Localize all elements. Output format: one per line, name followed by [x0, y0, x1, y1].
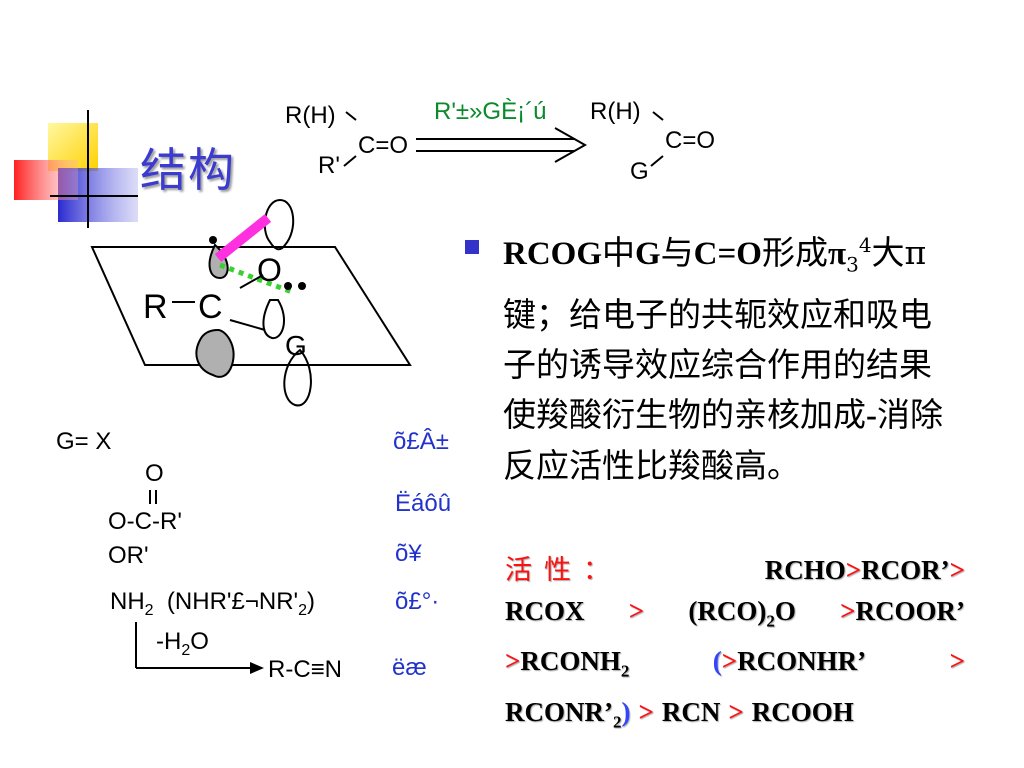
dehydration-arrow — [135, 622, 264, 674]
reaction-scheme: R(H) C=O R' R'±»GÈ¡´ú R(H) C=O G — [270, 90, 740, 190]
explanation-paragraph: RCOG中G与C=O形成π34大π键；给电子的共轭效应和吸电子的诱导效应综合作用… — [503, 233, 943, 485]
orbital-graphic — [90, 198, 412, 407]
double-bond-mark — [149, 490, 157, 504]
dehydration-label: -H2O — [156, 628, 209, 659]
garbled-label-4: õ£°· — [395, 588, 440, 615]
garbled-label-1: õ£Â± — [393, 428, 449, 455]
reactant-carbonyl: C=O — [358, 132, 409, 159]
orbital-g-label: G — [285, 330, 307, 361]
orbital-r-label: R — [143, 288, 168, 326]
orbital-c-label: C — [198, 288, 223, 326]
reactant-bottom-group: R' — [318, 152, 340, 179]
g-list-header: G= X — [56, 428, 112, 455]
activity-order: 活性： RCHO>RCOR’> RCOX > (RCO)2O >RCOOR’ >… — [505, 550, 965, 742]
page-title: 结构 — [140, 143, 236, 197]
garbled-label-2: Ëáôû — [395, 490, 452, 517]
g-list-acyloxy: O-C-R' — [108, 508, 182, 535]
activity-row-3: >RCONH2 (>RCONHR’ > — [505, 646, 965, 681]
g-list-carbonyl-o: O — [145, 460, 164, 487]
g-list-alkoxy: OR' — [108, 542, 149, 569]
product-top-group: R(H) — [590, 98, 641, 125]
garbled-label-3: õ¥ — [395, 540, 422, 567]
activity-row-4: RCONR’2) > RCN > RCOOH — [505, 696, 854, 732]
deco-blocks-graphic — [14, 110, 138, 228]
deco-blocks — [0, 0, 140, 230]
nitrile-product: R-C≡N — [268, 656, 342, 683]
activity-row-1: 活性： RCHO>RCOR’> — [505, 555, 965, 586]
reactant-top-group: R(H) — [285, 102, 336, 129]
garbled-label-5: ëæ — [392, 654, 427, 681]
reaction-bonds — [343, 111, 664, 167]
activity-label: 活性 — [505, 555, 583, 586]
orbital-diagram: R C O G — [80, 190, 440, 420]
arrow-label: R'±»GÈ¡´ú — [434, 98, 547, 125]
orbital-o-label: O — [257, 252, 282, 288]
product-carbonyl: C=O — [665, 127, 716, 154]
g-substituent-list: G= X O O-C-R' OR' NH2 (NHR'£¬NR'2) -H2O … — [50, 420, 470, 700]
activity-row-2: RCOX > (RCO)2O >RCOOR’ — [505, 596, 965, 631]
bullet-marker — [465, 240, 479, 254]
g-list-amine: NH2 (NHR'£¬NR'2) — [110, 588, 316, 619]
product-bottom-group: G — [630, 158, 649, 185]
